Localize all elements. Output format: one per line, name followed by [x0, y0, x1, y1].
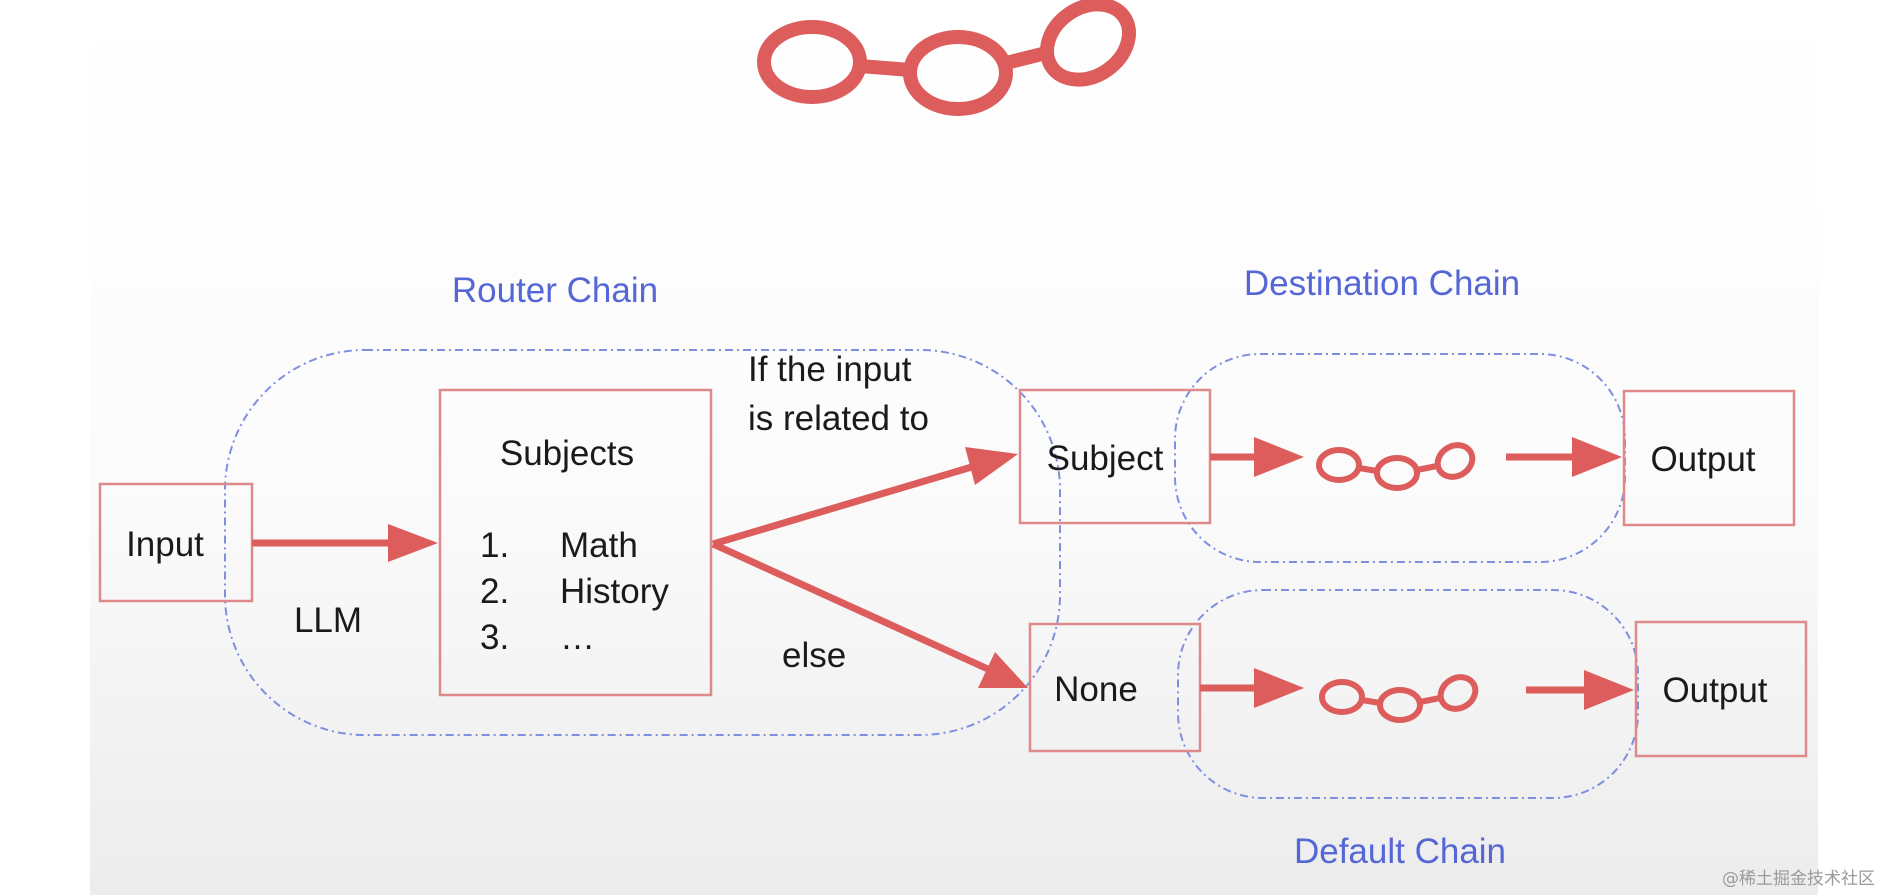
arrow-to-none [711, 540, 1028, 688]
output-bottom-label: Output [1662, 671, 1767, 710]
subject-item-text: History [560, 572, 669, 611]
default-chain-region [1177, 589, 1639, 799]
arrow-input-to-subjects [252, 524, 438, 562]
input-label: Input [126, 525, 204, 564]
subject-item-text: … [560, 618, 595, 657]
chain-link-icon [1322, 671, 1481, 720]
subject-label: Subject [1047, 439, 1164, 478]
else-label: else [782, 636, 846, 675]
chain-link-icon [1319, 439, 1478, 488]
subjects-title: Subjects [500, 434, 634, 473]
watermark: @稀土掘金技术社区 [1722, 869, 1875, 889]
diagram-panel [90, 0, 1818, 895]
output-top-label: Output [1650, 440, 1755, 479]
arrow-to-subject [712, 447, 1018, 548]
subject-item-number: 2. [480, 572, 509, 611]
arrow-chain-to-output-bottom [1526, 670, 1634, 710]
router-chain-title: Router Chain [452, 271, 658, 310]
output-bottom-box [1634, 620, 1808, 758]
subject-item-text: Math [560, 526, 638, 565]
subject-item-number: 1. [480, 526, 509, 565]
arrow-subject-to-chain [1210, 437, 1304, 477]
arrow-none-to-chain [1200, 668, 1304, 708]
none-label: None [1054, 670, 1138, 709]
default-chain-title: Default Chain [1294, 832, 1506, 871]
subject-item-number: 3. [480, 618, 509, 657]
destination-chain-title: Destination Chain [1244, 264, 1520, 303]
if-condition-label: is related to [748, 399, 929, 438]
router-chain-region [224, 349, 1061, 736]
llm-label: LLM [294, 601, 362, 640]
if-condition-label: If the input [748, 350, 912, 389]
subjects-box [438, 388, 713, 697]
output-top-box [1622, 389, 1796, 527]
chain-link-icon [757, 0, 1136, 116]
arrow-chain-to-output-top [1506, 437, 1622, 477]
